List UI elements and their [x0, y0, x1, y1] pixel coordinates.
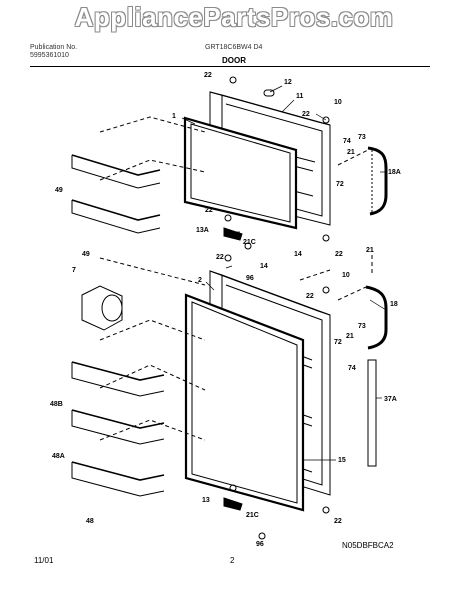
callout-21c-upper: 21C: [243, 239, 256, 246]
lower-hinge-parts: [223, 254, 330, 540]
footer-code: N05DBFBCA2: [342, 541, 394, 550]
callout-14-lower: 14: [260, 263, 268, 270]
callout-12: 12: [284, 79, 292, 86]
callout-73-upper: 73: [358, 134, 366, 141]
callout-21-upper: 21: [347, 149, 355, 156]
callout-49-top: 49: [55, 187, 63, 194]
watermark: AppliancePartsPros.com: [74, 2, 394, 32]
callout-7: 7: [72, 267, 76, 274]
publication-label: Publication No.: [30, 44, 78, 51]
callout-74-lower: 74: [348, 365, 356, 372]
mounting-guides: [99, 116, 373, 441]
callout-48b: 48B: [50, 401, 63, 408]
model-number: GRT18C6BW4 D4: [205, 44, 263, 51]
upper-door-gasket: [183, 116, 298, 230]
callout-48a: 48A: [52, 453, 65, 460]
callout-21-mid: 21: [366, 247, 374, 254]
callout-22-upper-right: 22: [302, 111, 310, 118]
callout-21c-lower: 21C: [246, 512, 259, 519]
lower-door-shelves: [71, 361, 165, 497]
butter-dish: [81, 285, 123, 331]
callout-73-lower: 73: [358, 323, 366, 330]
callout-10-upper: 10: [334, 99, 342, 106]
callout-15: 15: [338, 457, 346, 464]
upper-door-shelves: [71, 154, 161, 234]
callout-13a: 13A: [196, 227, 209, 234]
callout-18: 18: [390, 301, 398, 308]
callout-74-upper: 74: [343, 138, 351, 145]
callout-21-lower: 21: [346, 333, 354, 340]
footer-date: 11/01: [34, 556, 54, 565]
callout-18a: 18A: [388, 169, 401, 176]
callout-96-upper: 96: [246, 275, 254, 282]
page-title: DOOR: [222, 56, 246, 65]
upper-hinge-parts: [223, 76, 330, 250]
upper-door-handle: [367, 146, 388, 216]
callout-22-upper-top: 22: [204, 72, 212, 79]
publication-number: 5995361010: [30, 52, 69, 59]
callout-2: 2: [198, 277, 202, 284]
callout-22-lower-bottom: 22: [334, 518, 342, 525]
footer-page: 2: [230, 556, 235, 565]
leader-lines: [181, 85, 387, 461]
lower-door-gasket: [184, 293, 305, 512]
callout-11: 11: [296, 93, 304, 100]
callout-49-bottom: 49: [82, 251, 90, 258]
callout-1: 1: [172, 113, 176, 120]
callout-10-lower: 10: [342, 272, 350, 279]
callout-22-upper-hinge: 22: [205, 207, 213, 214]
callout-72-upper: 72: [336, 181, 344, 188]
lower-door-handle: [365, 285, 388, 350]
callout-13: 13: [202, 497, 210, 504]
callout-37a: 37A: [384, 396, 397, 403]
door-seal-strip: [367, 359, 377, 467]
callout-96-lower: 96: [256, 541, 264, 548]
title-rule: [30, 66, 430, 67]
callout-72-lower: 72: [334, 339, 342, 346]
callout-22-upper-bottom: 22: [335, 251, 343, 258]
callout-14-upper: 14: [294, 251, 302, 258]
callout-22-lower-top: 22: [216, 254, 224, 261]
callout-22-lower-right: 22: [306, 293, 314, 300]
callout-48: 48: [86, 518, 94, 525]
